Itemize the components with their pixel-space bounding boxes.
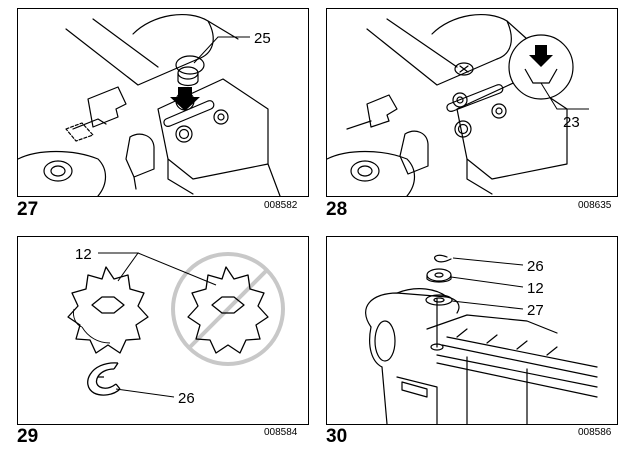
callout-12: 12: [75, 246, 92, 263]
callout-26-fig30: 26: [527, 258, 544, 275]
callout-23: 23: [563, 114, 580, 131]
figure-code-30: 008586: [578, 427, 612, 438]
figure-30-panel: 26 12 27: [326, 236, 618, 425]
figure-29-panel: 12 26: [17, 236, 309, 425]
callout-25: 25: [254, 30, 271, 47]
figure-code-28: 008635: [578, 200, 612, 211]
figure-27-illustration: 25: [18, 14, 281, 196]
figure-number-30: 30: [326, 426, 348, 447]
callout-12-fig30: 12: [527, 280, 544, 297]
callout-27-fig30: 27: [527, 302, 544, 319]
figure-30-illustration: 26 12 27: [365, 254, 598, 424]
figure-number-28: 28: [326, 199, 348, 220]
figure-code-29: 008584: [264, 427, 298, 438]
figure-code-27: 008582: [264, 200, 298, 211]
figure-number-29: 29: [17, 426, 39, 447]
figure-29-illustration: 12 26: [67, 246, 285, 407]
figure-27-panel: 25: [17, 8, 309, 197]
figure-28-illustration: 23: [327, 14, 589, 196]
figure-28-panel: 23: [326, 8, 618, 197]
callout-26: 26: [178, 390, 195, 407]
figure-number-27: 27: [17, 199, 39, 220]
